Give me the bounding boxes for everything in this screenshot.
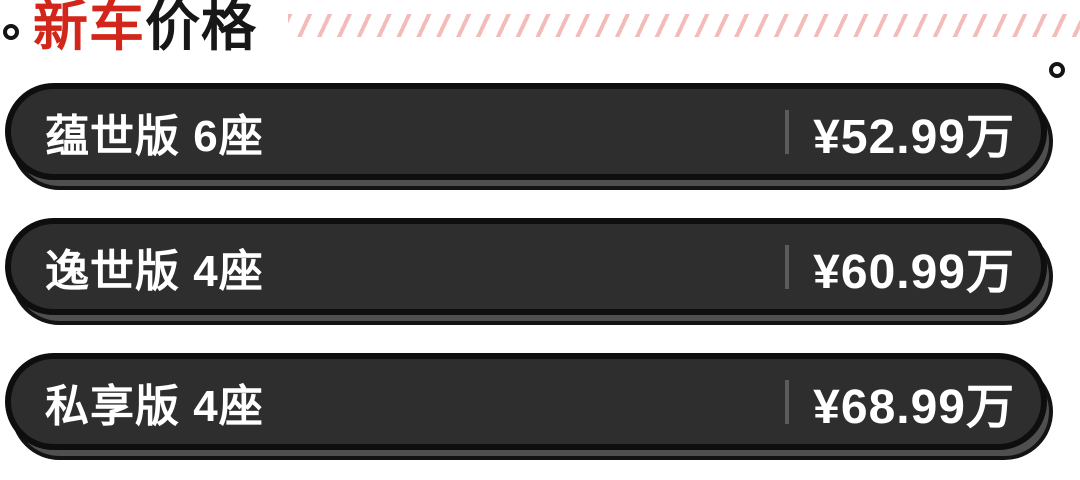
- trim-name: 逸世版 4座: [45, 246, 264, 296]
- price-row-2: 逸世版 4座 ¥60.99万: [5, 218, 1053, 325]
- price-row-pill: 蕴世版 6座 ¥52.99万: [5, 83, 1047, 180]
- price-row-1: 蕴世版 6座 ¥52.99万: [5, 83, 1053, 190]
- price-value: ¥60.99万: [813, 245, 1015, 299]
- divider-line: [785, 109, 790, 154]
- divider-line: [785, 379, 790, 424]
- page-title-rest: 价格: [145, 0, 258, 57]
- page-title-highlight: 新车: [33, 0, 146, 57]
- trim-name: 私享版 4座: [45, 381, 264, 431]
- price-row-3: 私享版 4座 ¥68.99万: [5, 353, 1053, 460]
- ring-ornament-right-icon: [1049, 62, 1065, 78]
- price-value: ¥68.99万: [813, 380, 1015, 434]
- price-row-pill: 私享版 4座 ¥68.99万: [5, 353, 1047, 450]
- ring-ornament-left-icon: [3, 24, 19, 40]
- price-row-pill: 逸世版 4座 ¥60.99万: [5, 218, 1047, 315]
- divider-line: [785, 244, 790, 289]
- trim-name: 蕴世版 6座: [45, 111, 264, 161]
- diagonal-hatch-decoration: [288, 14, 1080, 37]
- page-title: 新车价格: [33, 0, 257, 58]
- price-value: ¥52.99万: [813, 110, 1015, 164]
